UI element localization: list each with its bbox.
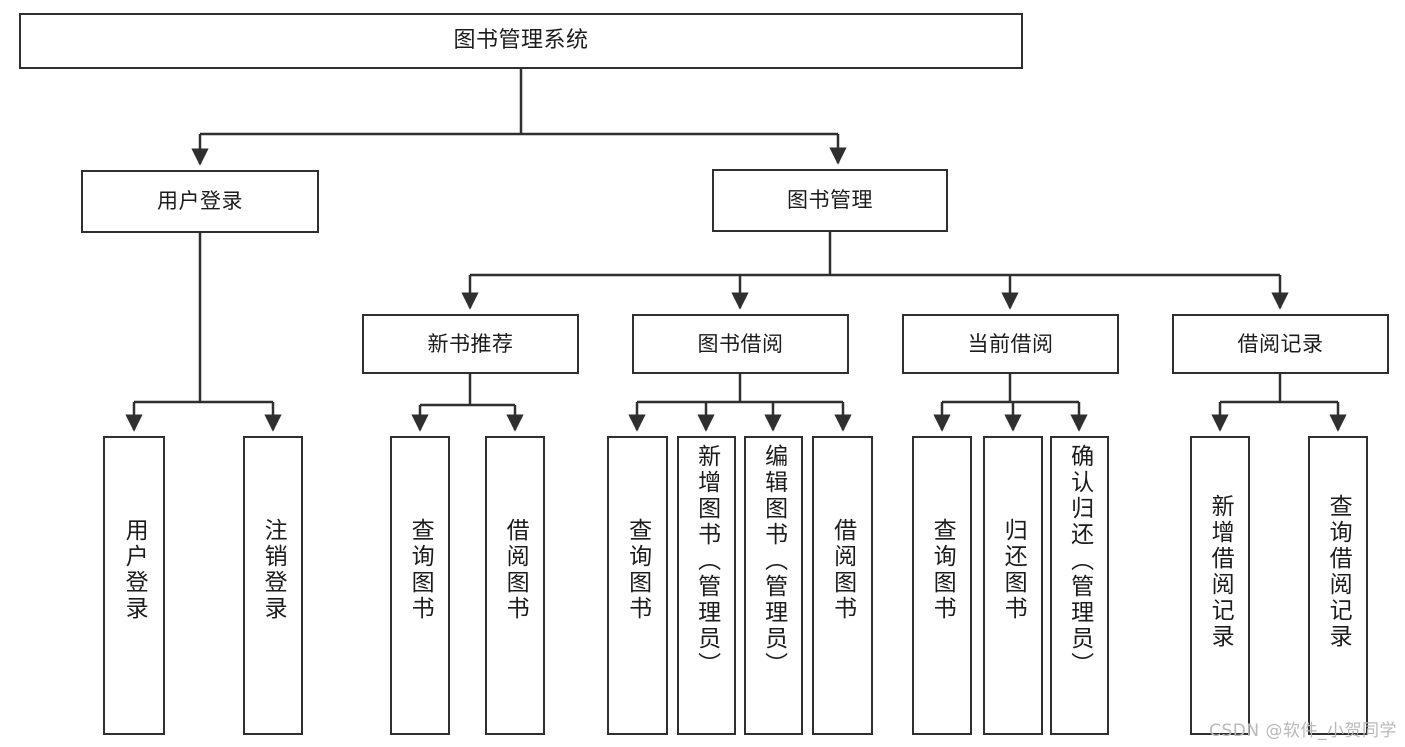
node-leaf-edit-book-label: 编辑图书（管理员）: [760, 444, 787, 678]
node-leaf-borrow-book-1-label: 借阅图书: [502, 518, 529, 622]
node-user-login[interactable]: 用户登录: [81, 170, 319, 233]
node-leaf-query-book-2[interactable]: 查询图书: [607, 436, 668, 735]
node-user-login-label: 用户登录: [157, 189, 243, 214]
node-leaf-query-record[interactable]: 查询借阅记录: [1308, 436, 1368, 735]
node-root-label: 图书管理系统: [453, 28, 589, 54]
node-leaf-return-book-label: 归还图书: [1000, 518, 1027, 622]
node-leaf-borrow-book-2-label: 借阅图书: [829, 518, 856, 622]
node-leaf-edit-book[interactable]: 编辑图书（管理员）: [744, 436, 803, 735]
node-leaf-add-record[interactable]: 新增借阅记录: [1190, 436, 1250, 735]
node-book-manage[interactable]: 图书管理: [712, 169, 948, 232]
node-leaf-return-book[interactable]: 归还图书: [983, 436, 1043, 735]
node-leaf-user-logout-label: 注销登录: [260, 518, 287, 622]
node-leaf-query-book-3[interactable]: 查询图书: [912, 436, 972, 735]
node-leaf-query-book-1[interactable]: 查询图书: [390, 436, 450, 735]
node-leaf-add-record-label: 新增借阅记录: [1207, 494, 1234, 650]
node-leaf-add-book-label: 新增图书（管理员）: [693, 444, 720, 678]
node-book-borrow[interactable]: 图书借阅: [632, 314, 849, 374]
node-book-borrow-label: 图书借阅: [697, 331, 784, 356]
node-book-manage-label: 图书管理: [787, 188, 873, 213]
node-leaf-user-logout[interactable]: 注销登录: [243, 436, 303, 735]
node-borrow-record[interactable]: 借阅记录: [1172, 314, 1389, 374]
node-borrow-record-label: 借阅记录: [1237, 331, 1324, 356]
node-leaf-query-book-1-label: 查询图书: [407, 518, 434, 622]
node-leaf-query-book-3-label: 查询图书: [929, 518, 956, 622]
node-leaf-user-login[interactable]: 用户登录: [103, 436, 165, 735]
csdn-watermark: CSDN @软件_小贺同学: [1209, 721, 1397, 741]
node-leaf-borrow-book-2[interactable]: 借阅图书: [812, 436, 873, 735]
node-leaf-confirm-return-label: 确认归还（管理员）: [1066, 444, 1093, 678]
node-new-book-rec[interactable]: 新书推荐: [362, 314, 579, 374]
node-leaf-query-record-label: 查询借阅记录: [1325, 494, 1352, 650]
node-leaf-query-book-2-label: 查询图书: [624, 518, 651, 622]
node-leaf-borrow-book-1[interactable]: 借阅图书: [485, 436, 545, 735]
node-leaf-user-login-label: 用户登录: [121, 518, 148, 622]
node-leaf-confirm-return[interactable]: 确认归还（管理员）: [1050, 436, 1109, 735]
node-new-book-rec-label: 新书推荐: [427, 331, 514, 356]
node-current-borrow-label: 当前借阅: [967, 331, 1054, 356]
node-leaf-add-book[interactable]: 新增图书（管理员）: [677, 436, 736, 735]
node-root[interactable]: 图书管理系统: [19, 13, 1023, 69]
node-current-borrow[interactable]: 当前借阅: [902, 314, 1119, 374]
